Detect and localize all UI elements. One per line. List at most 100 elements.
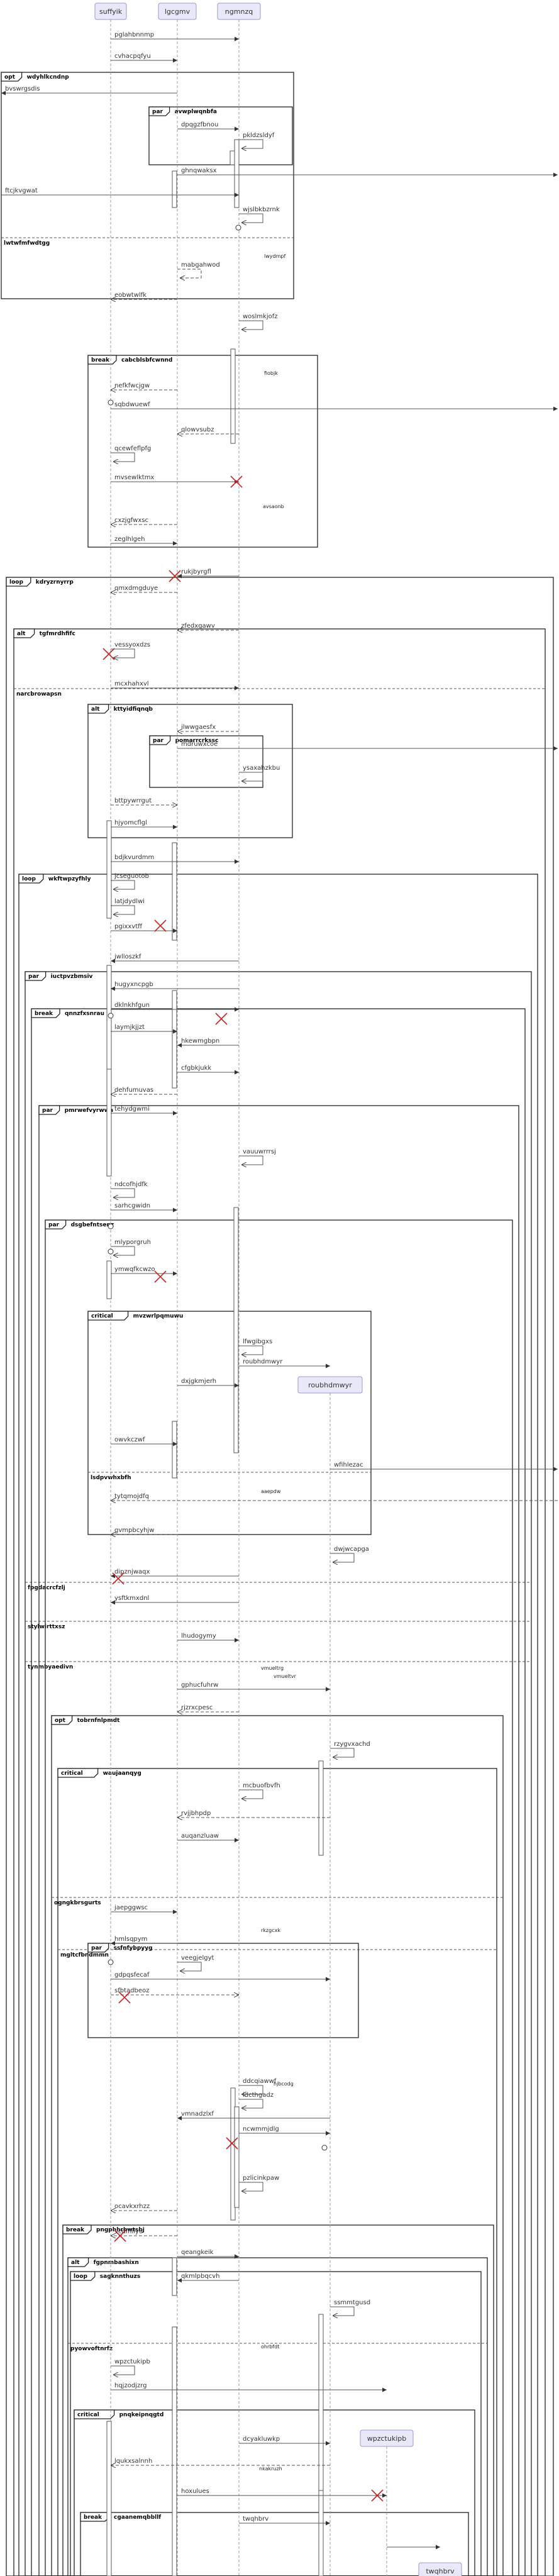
message-ymwqfkcwzo[interactable]: ymwqfkcwzo (111, 1266, 177, 1276)
message-gvmpbcyhjw[interactable]: gvmpbcyhjw (111, 1527, 177, 1535)
message-ndcofhjdfk[interactable]: ndcofhjdfk (111, 1181, 148, 1197)
message-lfwgibgxs[interactable]: lfwgibgxs (239, 1338, 272, 1355)
fragment-guard: cgaanemqbbllf (114, 2514, 161, 2521)
message-gdpqsfecaf[interactable]: gdpqsfecaf (111, 1972, 330, 1982)
message-mabgahwod[interactable]: mabgahwod (177, 262, 220, 278)
message-hjyomcflgl[interactable]: hjyomcflgl (111, 819, 177, 830)
message-sfbtadbeoz[interactable]: sfbtadbeoz (111, 1987, 239, 1995)
message-mlyporgruh[interactable]: mlyporgruh (111, 1239, 151, 1255)
fragment-border (87, 704, 293, 838)
message-qkmlpbqcvh[interactable]: qkmlpbqcvh (177, 2273, 239, 2283)
note-rkzgcxk: rkzgcxk (261, 1928, 280, 1933)
message-cxzjgfwxsc[interactable]: cxzjgfwxsc (111, 517, 177, 525)
message-pglahbnnmp[interactable]: pglahbnnmp (111, 31, 239, 42)
message-zeglhlgeh[interactable]: zeglhlgeh (111, 536, 177, 546)
message-vauuwrrrsj[interactable]: vauuwrrrsj (239, 1148, 276, 1165)
message-cfgbkjukk[interactable]: cfgbkjukk (177, 1065, 239, 1075)
message-hkewmgbpn[interactable]: hkewmgbpn (177, 1038, 239, 1048)
fragment-tab (6, 577, 31, 587)
message-pkldzsldyf[interactable]: pkldzsldyf (239, 132, 275, 148)
message-vcdffiilyu[interactable]: vcdffiilyu (111, 2228, 177, 2236)
message-label: dipznjwaqx (114, 1568, 150, 1575)
message-label: tehydgwmi (114, 1106, 150, 1113)
message-ysaxahzkbu[interactable]: ysaxahzkbu (239, 765, 280, 781)
message-tehydgwmi[interactable]: tehydgwmi (111, 1106, 177, 1116)
message-latjdydlwi[interactable]: latjdydlwi (111, 898, 145, 914)
message-hugyxncpgb[interactable]: hugyxncpgb (111, 981, 239, 991)
message-owvkczwf[interactable]: owvkczwf (111, 1436, 177, 1446)
destroy-stroke (215, 1013, 228, 1025)
message-lqukxsalnnh[interactable]: lqukxsalnnh (111, 2458, 330, 2465)
fragment-section-guard: narcbrowapsn (16, 691, 62, 697)
message-pgixxvtff[interactable]: pgixxvtff (111, 923, 177, 933)
message-vessyoxdzs[interactable]: vessyoxdzs (111, 641, 150, 658)
message-dklnkhfgun[interactable]: dklnkhfgun (111, 1002, 239, 1012)
message-hqjzodjzrg[interactable]: hqjzodjzrg (111, 2382, 387, 2392)
message-jcseguotob[interactable]: jcseguotob (111, 873, 149, 889)
message-label: hugyxncpgb (114, 981, 153, 988)
message-ssmmtgusd[interactable]: ssmmtgusd (330, 2299, 370, 2316)
message-auqanzluaw[interactable]: auqanzluaw (177, 1833, 239, 1843)
message-bttpywrrgut[interactable]: bttpywrrgut (111, 797, 177, 805)
message-label: mvsewlktmx (114, 474, 154, 481)
message-rvjjbhpdp[interactable]: rvjjbhpdp (177, 1810, 330, 1818)
message-wfihlezac[interactable]: wfihlezac (330, 1462, 558, 1472)
message-wjslbkbzrnk[interactable]: wjslbkbzrnk (239, 206, 280, 223)
message-vmnadzlxf[interactable]: vmnadzlxf (177, 2111, 330, 2121)
message-sqbdwuewf[interactable]: sqbdwuewf (111, 401, 558, 411)
message-dehfumuvas[interactable]: dehfumuvas (111, 1087, 177, 1094)
message-dipznjwaqx[interactable]: dipznjwaqx (111, 1568, 239, 1579)
message-pzlicinkpaw[interactable]: pzlicinkpaw (239, 2175, 279, 2191)
message-rukjbyrgfl[interactable]: rukjbyrgfl (177, 569, 239, 579)
message-qmxdmgduye[interactable]: qmxdmgduye (111, 585, 177, 592)
destroy-stroke (226, 2137, 238, 2150)
fragment-operator: loop (22, 876, 36, 882)
message-hmlsqpym[interactable]: hmlsqpym (111, 1936, 177, 1946)
message-dxjgkmjerh[interactable]: dxjgkmjerh (177, 1378, 239, 1388)
message-roubhdmwyr[interactable]: roubhdmwyr (239, 1358, 330, 1368)
message-cvhacpqfyu[interactable]: cvhacpqfyu (111, 53, 177, 63)
message-arrow (330, 1553, 355, 1562)
message-idcthgadz[interactable]: idcthgadz (239, 2092, 274, 2108)
message-laymjkjjzt[interactable]: laymjkjjzt (111, 1024, 177, 1034)
message-ftcjkvgwat[interactable]: ftcjkvgwat (1, 187, 239, 197)
message-ncwmmjdlg[interactable]: ncwmmjdlg (239, 2126, 330, 2136)
message-ilwwgaesfx[interactable]: ilwwgaesfx (177, 724, 239, 731)
message-wpzctukipb[interactable]: wpzctukipb (111, 2358, 150, 2375)
message-bdjkvurdmm[interactable]: bdjkvurdmm (111, 854, 239, 864)
fragment-section-guard: mgltcfbndmmn (60, 1952, 109, 1958)
message-jwlloszkf[interactable]: jwlloszkf (111, 953, 239, 963)
message-zfedxgawv[interactable]: zfedxgawv (177, 623, 239, 630)
message-hoxulues[interactable]: hoxulues (177, 2488, 387, 2498)
message-mcbuofbvfh[interactable]: mcbuofbvfh (239, 1782, 280, 1799)
message-tytqmojdfq[interactable]: tytqmojdfq (111, 1493, 558, 1501)
message-twqhbrv[interactable]: twqhbrv (239, 2516, 330, 2526)
message-rjzrxcpesc[interactable]: rjzrxcpesc (177, 1704, 239, 1712)
message-woslmkjofz[interactable]: woslmkjofz (239, 313, 277, 330)
message-dwjwcapga[interactable]: dwjwcapga (330, 1546, 369, 1562)
message-dpqgzfbnou[interactable]: dpqgzfbnou (177, 121, 239, 131)
message-dcyakluwkp[interactable]: dcyakluwkp (239, 2436, 330, 2446)
message-ghnqwaksx[interactable]: ghnqwaksx (177, 167, 558, 177)
message-rzygvxachd[interactable]: rzygvxachd (330, 1741, 370, 1757)
message-eobwtwlfk[interactable]: eobwtwlfk (111, 292, 177, 299)
message-veegjelgyt[interactable]: veegjelgyt (177, 1955, 214, 1971)
message-qcewfeflpfg[interactable]: qcewfeflpfg (111, 445, 151, 462)
message-ysftkmxdnl[interactable]: ysftkmxdnl (111, 1595, 239, 1605)
message-mcxhahxvl[interactable]: mcxhahxvl (111, 680, 239, 691)
message-qlowvsubz[interactable]: qlowvsubz (177, 426, 239, 434)
message-nefkfwcjgw[interactable]: nefkfwcjgw (111, 382, 177, 390)
message-mdruwxcoe[interactable]: mdruwxcoe (177, 741, 558, 751)
message-arrow (239, 2182, 263, 2191)
message-ddcqiawwf[interactable]: ddcqiawwf (239, 2078, 277, 2094)
message-jaepggwsc[interactable]: jaepggwsc (111, 1904, 177, 1914)
message-mvsewlktmx[interactable]: mvsewlktmx (111, 474, 239, 484)
message-qeangkeik[interactable]: qeangkeik (177, 2249, 239, 2259)
message-lhudogymy[interactable]: lhudogymy (177, 1633, 239, 1643)
message-gphucfuhrw[interactable]: gphucfuhrw (177, 1682, 330, 1692)
message-sarhcgwidn[interactable]: sarhcgwidn (111, 1202, 177, 1213)
message-ocavkxrhzz[interactable]: ocavkxrhzz (111, 2203, 177, 2211)
message-bvswrgsdis[interactable]: bvswrgsdis (1, 86, 177, 96)
